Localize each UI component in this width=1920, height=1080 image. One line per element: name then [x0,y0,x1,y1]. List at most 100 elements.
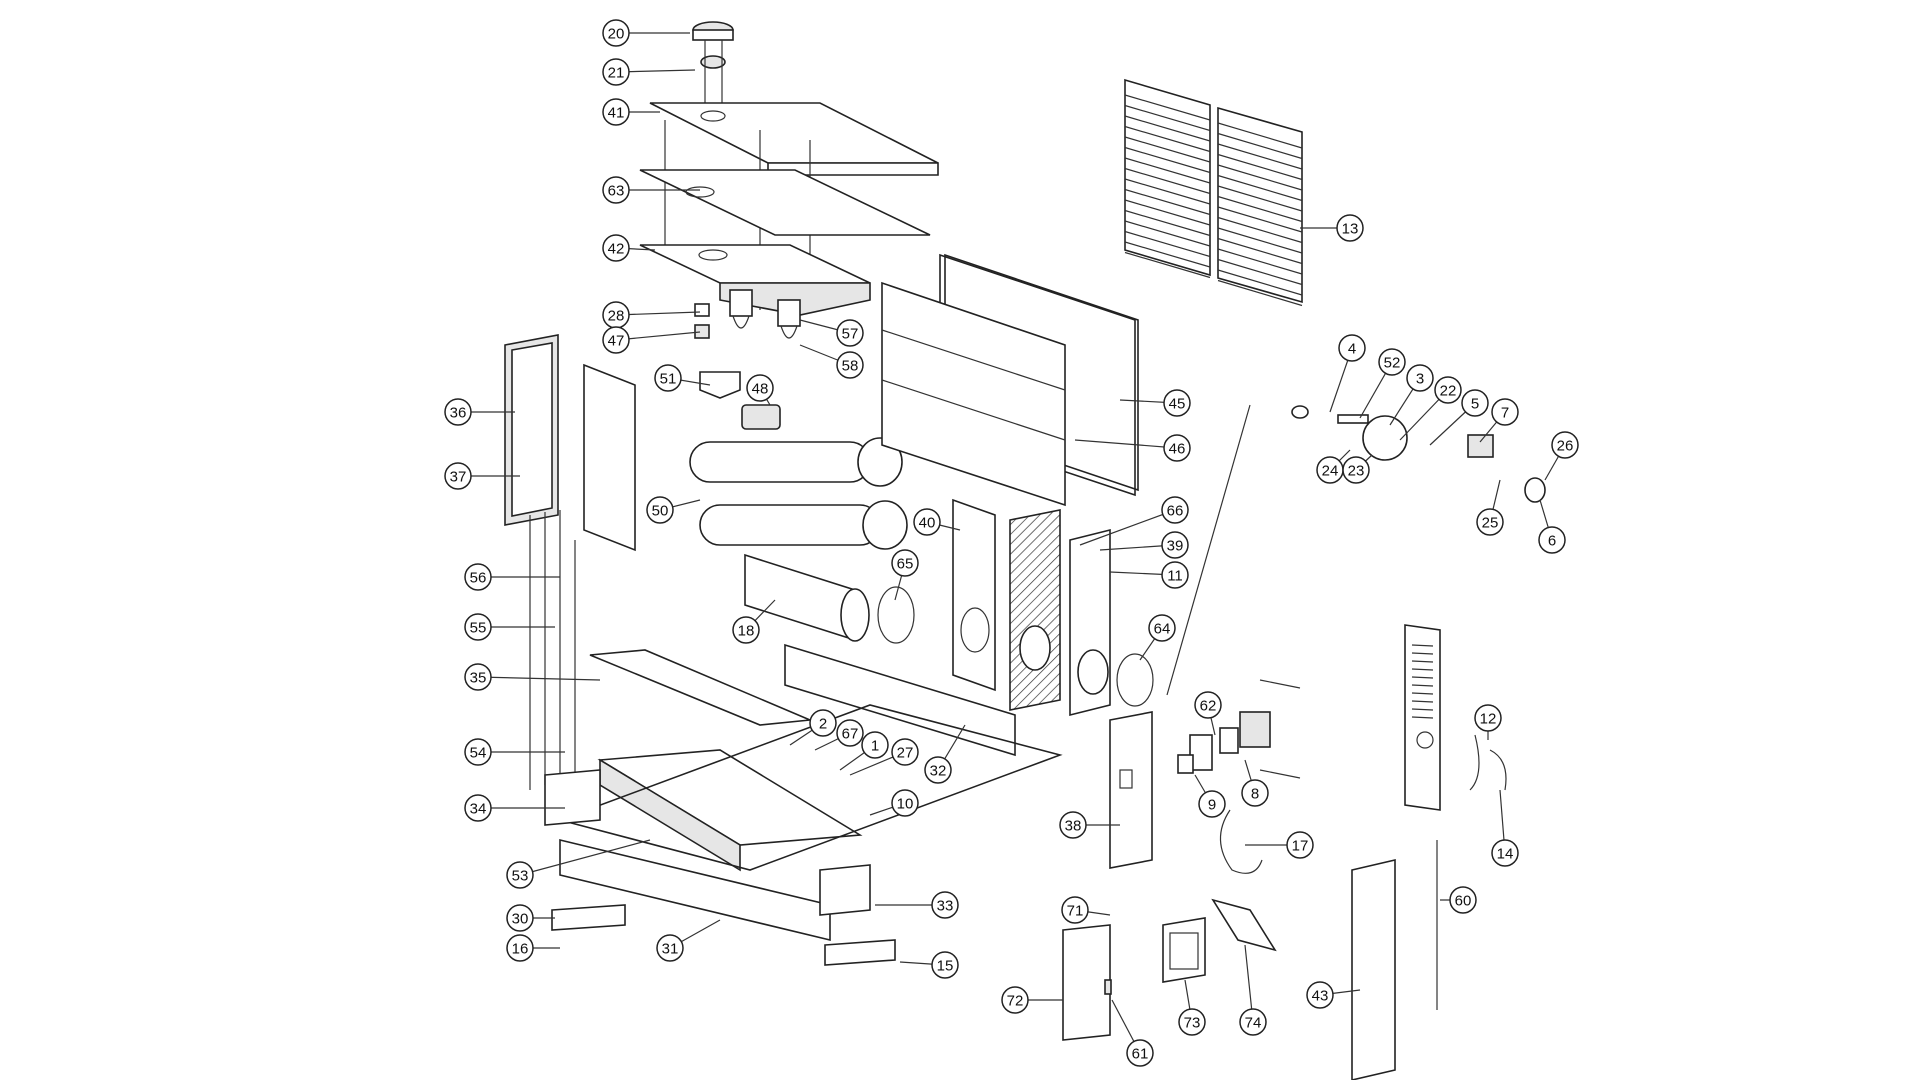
callout-43: 43 [1306,981,1334,1009]
leader-line [615,331,701,341]
callout-bubble [1461,389,1489,417]
callout-18: 18 [732,616,760,644]
callout-number: 72 [1007,993,1024,1010]
grille-slat [1124,146,1211,174]
callout-number: 17 [1292,838,1309,855]
callout-bubble [1239,1008,1267,1036]
grille-slat [1124,167,1211,195]
callout-number: 41 [608,105,625,122]
callout-number: 23 [1348,463,1365,480]
grille-slat [1124,115,1211,142]
callout-number: 7 [1501,405,1509,422]
callout-number: 67 [842,726,859,743]
callout-39: 39 [1161,531,1189,559]
callout-25: 25 [1476,508,1504,536]
callout-bubble [602,98,630,126]
callout-40: 40 [913,508,941,536]
vent-slot [1411,660,1434,663]
grille-slat [1217,122,1303,149]
callout-55: 55 [464,613,492,641]
callout-35: 35 [464,663,492,691]
callout-22: 22 [1434,376,1462,404]
callout-number: 50 [652,503,669,520]
callout-bubble [1286,831,1314,859]
callout-number: 8 [1251,786,1259,803]
callout-bubble [861,731,889,759]
callout-bubble [891,738,919,766]
callout-bubble [891,789,919,817]
callout-bubble [444,398,472,426]
callout-bubble [506,861,534,889]
heat-exchanger-tubes [689,371,915,644]
callout-number: 27 [897,745,914,762]
callout-number: 57 [842,326,859,343]
grille-slat [1217,206,1303,233]
callout-number: 37 [450,469,467,486]
callout-bubble [506,904,534,932]
callout-7: 7 [1491,398,1519,426]
bottom-covers [1062,898,1277,1041]
vent-slot [1411,676,1434,679]
callout-4: 4 [1338,334,1366,362]
callout-number: 45 [1169,396,1186,413]
grille-slat [1217,195,1303,223]
callout-number: 35 [470,670,487,687]
callout-23: 23 [1342,456,1370,484]
callout-bubble [1161,531,1189,559]
callout-3: 3 [1406,364,1434,392]
callout-63: 63 [602,176,630,204]
vent-slot [1411,668,1434,671]
callout-bubble [1491,839,1519,867]
callout-66: 66 [1161,496,1189,524]
callout-61: 61 [1126,1039,1154,1067]
callout-number: 47 [608,333,625,350]
side-panels [504,334,636,790]
callout-bubble [602,58,630,86]
leader-line [1079,509,1176,546]
callout-bubble [809,709,837,737]
grille-slat [1124,230,1211,258]
callout-bubble [1338,334,1366,362]
callout-42: 42 [602,234,630,262]
right-panels [1351,624,1507,1080]
callout-bubble [1126,1039,1154,1067]
grille-slat [1124,136,1211,163]
grille-slat [1217,164,1303,191]
grille-slat [1217,143,1303,170]
callout-37: 37 [444,462,472,490]
leader-line [477,676,601,681]
callout-62: 62 [1194,691,1222,719]
grille-13 [1124,78,1303,307]
callout-bubble [1306,981,1334,1009]
callout-53: 53 [506,861,534,889]
callout-52: 52 [1378,348,1406,376]
callout-bubble [1178,1008,1206,1036]
vent-slot [1411,644,1434,647]
callout-bubble [464,613,492,641]
callout-number: 53 [512,868,529,885]
callout-bubble [464,738,492,766]
callout-45: 45 [1163,389,1191,417]
callout-number: 10 [897,796,914,813]
callout-31: 31 [656,934,684,962]
callout-bubble [931,891,959,919]
grille-slat [1124,104,1211,132]
callout-bubble [1161,561,1189,589]
callout-number: 39 [1167,538,1184,555]
callout-number: 56 [470,570,487,587]
callout-number: 11 [1167,568,1183,585]
vent-slot [1411,708,1434,711]
valve-parts [1166,404,1546,696]
callout-bubble [1342,456,1370,484]
callout-number: 66 [1167,503,1184,520]
callout-bubble [1491,398,1519,426]
callout-number: 36 [450,405,467,422]
vent-slot [1411,716,1434,719]
callout-bubble [1001,986,1029,1014]
callout-32: 32 [924,756,952,784]
callout-bubble [1241,779,1269,807]
callout-72: 72 [1001,986,1029,1014]
callout-number: 2 [819,716,827,733]
callout-67: 67 [836,719,864,747]
